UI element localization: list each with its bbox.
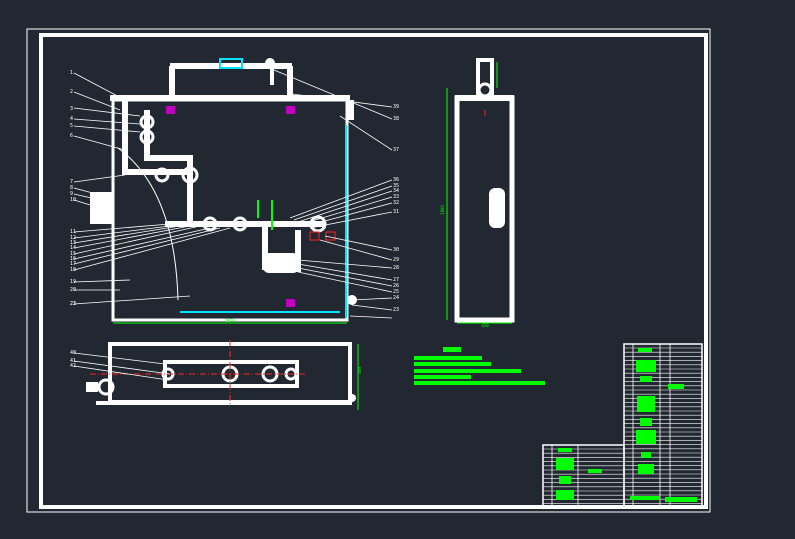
callout-number: 12 xyxy=(70,235,76,241)
front-dimension-bottom-text: 1070 xyxy=(225,318,235,323)
left-leader-lines xyxy=(73,72,231,305)
middle-valve-2 xyxy=(232,216,248,232)
callout-number: 15 xyxy=(70,251,76,257)
top-pipe-run xyxy=(110,63,350,101)
parts-list-rows xyxy=(624,347,702,504)
title-block-sub xyxy=(542,444,625,507)
callout-number: 39 xyxy=(393,104,399,110)
callout-number: 18 xyxy=(70,267,76,273)
callout-number: 17 xyxy=(70,261,76,267)
callout-number: 34 xyxy=(393,188,399,194)
plan-right-valve xyxy=(348,394,356,402)
notes-line-5 xyxy=(414,381,545,385)
plan-view: 380 xyxy=(73,340,362,410)
callout-number: 36 xyxy=(393,177,399,183)
parts-list-table xyxy=(542,343,703,507)
top-valve xyxy=(219,58,243,69)
outer-sheet-border xyxy=(26,28,711,513)
callout-number: 1 xyxy=(70,70,73,76)
title-block-rows xyxy=(543,448,624,504)
callout-number: 10 xyxy=(70,197,76,203)
callout-number: 23 xyxy=(393,307,399,313)
notes-line-1 xyxy=(414,356,482,360)
flange-left-top xyxy=(166,106,175,114)
top-gauge xyxy=(265,58,275,68)
plan-leader-lines xyxy=(73,352,171,381)
callout-number: 37 xyxy=(393,147,399,153)
callout-number: 19 xyxy=(70,279,76,285)
notes-title-bar xyxy=(443,347,461,352)
callout-number: 3 xyxy=(70,106,73,112)
callout-number: 33 xyxy=(393,194,399,200)
callout-number: 14 xyxy=(70,245,76,251)
front-dimension-bottom: 1070 xyxy=(113,318,347,324)
notes-line-2 xyxy=(414,362,491,366)
plan-left-pump-body xyxy=(86,382,98,392)
middle-valve-1 xyxy=(202,216,218,232)
callout-number: 38 xyxy=(393,116,399,122)
callout-number: 7 xyxy=(70,179,73,185)
title-block-green-cells xyxy=(556,448,602,500)
callout-number: 22 xyxy=(70,301,76,307)
arc-leader xyxy=(117,147,179,301)
callout-number: 6 xyxy=(70,133,73,139)
callout-number: 8 xyxy=(70,185,73,191)
callout-number: 25 xyxy=(393,289,399,295)
callout-number: 24 xyxy=(393,295,399,301)
technical-notes xyxy=(414,347,545,385)
plan-left-pump xyxy=(97,378,115,396)
callout-number: 28 xyxy=(393,265,399,271)
callout-number: 4 xyxy=(70,116,73,122)
small-part-red-2 xyxy=(325,231,336,241)
callout-number: 20 xyxy=(70,287,76,293)
inner-sheet-border xyxy=(39,33,708,509)
front-view xyxy=(73,58,393,322)
side-top-valve xyxy=(477,82,493,98)
side-view: 1800 420 xyxy=(440,58,515,328)
callout-number: 30 xyxy=(393,247,399,253)
callout-number: 42 xyxy=(70,363,76,369)
callout-number: 9 xyxy=(70,191,73,197)
left-valve-2 xyxy=(139,129,155,145)
small-part-red xyxy=(309,231,320,241)
flange-bottom xyxy=(286,299,295,307)
notes-line-4 xyxy=(414,375,471,379)
side-top-pipe xyxy=(476,58,494,100)
middle-valve-3 xyxy=(309,215,327,233)
callout-number: 13 xyxy=(70,240,76,246)
callout-number: 21 xyxy=(70,301,76,307)
parts-list-green-cells xyxy=(630,348,697,502)
callout-number: 2 xyxy=(70,89,73,95)
callout-number: 27 xyxy=(393,277,399,283)
callout-number: 26 xyxy=(393,283,399,289)
callout-number: 5 xyxy=(70,123,73,129)
middle-tank xyxy=(263,253,299,273)
callout-number: 31 xyxy=(393,209,399,215)
callout-number: 40 xyxy=(70,350,76,356)
callout-number: 29 xyxy=(393,257,399,263)
notes-line-3 xyxy=(414,369,521,373)
side-dimension-height-text: 1800 xyxy=(440,205,445,215)
parts-list-main xyxy=(623,343,703,507)
side-dimension-width-text: 420 xyxy=(481,323,489,328)
flange-right-top xyxy=(286,106,295,114)
callout-number: 11 xyxy=(70,229,76,235)
side-middle-pump xyxy=(489,188,505,228)
callout-number: 16 xyxy=(70,256,76,262)
callout-number: 35 xyxy=(393,183,399,189)
callout-number: 41 xyxy=(70,358,76,364)
left-valve-4 xyxy=(181,166,199,184)
right-leader-lines xyxy=(273,69,393,319)
left-valve-1 xyxy=(139,114,155,130)
left-valve-3 xyxy=(154,167,170,183)
callout-number: 32 xyxy=(393,200,399,206)
plan-dimension-right-text: 380 xyxy=(357,366,362,374)
pump-unit xyxy=(90,192,112,224)
